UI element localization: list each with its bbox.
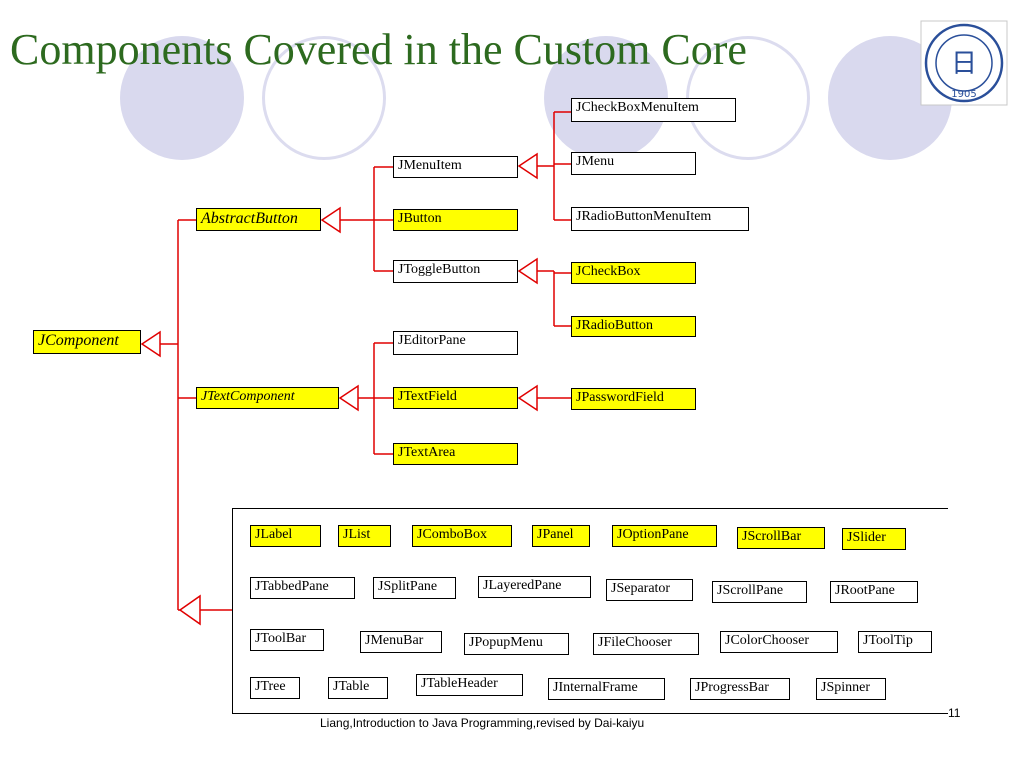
node-abstractbutton: AbstractButton <box>196 208 321 231</box>
group-jseparator: JSeparator <box>606 579 693 601</box>
university-logo: 日 1905 <box>920 20 1008 106</box>
node-jtogglebutton: JToggleButton <box>393 260 518 283</box>
group-joptionpane: JOptionPane <box>612 525 717 547</box>
slide-title: Components Covered in the Custom Core <box>10 25 747 74</box>
node-jcheckbox: JCheckBox <box>571 262 696 284</box>
node-jtextfield: JTextField <box>393 387 518 409</box>
group-jfilechooser: JFileChooser <box>593 633 699 655</box>
node-jeditorpane: JEditorPane <box>393 331 518 355</box>
group-jcombobox: JComboBox <box>412 525 512 547</box>
node-jcomponent: JComponent <box>33 330 141 354</box>
group-jrootpane: JRootPane <box>830 581 918 603</box>
group-jlist: JList <box>338 525 391 547</box>
node-jradiobutton: JRadioButton <box>571 316 696 337</box>
group-jtooltip: JToolTip <box>858 631 932 653</box>
node-jmenuitem: JMenuItem <box>393 156 518 178</box>
node-jpasswordfield: JPasswordField <box>571 388 696 410</box>
group-jpopupmenu: JPopupMenu <box>464 633 569 655</box>
decor-circle-1 <box>120 36 244 160</box>
component-group-frame <box>232 508 948 714</box>
logo-emblem: 日 <box>951 49 977 79</box>
node-jcheckboxmenuitem: JCheckBoxMenuItem <box>571 98 736 122</box>
group-jprogressbar: JProgressBar <box>690 678 790 700</box>
group-jpanel: JPanel <box>532 525 590 547</box>
group-jinternalframe: JInternalFrame <box>548 678 665 700</box>
node-jtextcomponent: JTextComponent <box>196 387 339 409</box>
group-jtree: JTree <box>250 677 300 699</box>
node-jtextarea: JTextArea <box>393 443 518 465</box>
group-jtable: JTable <box>328 677 388 699</box>
group-jtableheader: JTableHeader <box>416 674 523 696</box>
footer-credit: Liang,Introduction to Java Programming,r… <box>320 716 645 730</box>
node-jbutton: JButton <box>393 209 518 231</box>
group-jcolorchooser: JColorChooser <box>720 631 838 653</box>
group-jlayeredpane: JLayeredPane <box>478 576 591 598</box>
decor-circle-2 <box>262 36 386 160</box>
group-jtabbedpane: JTabbedPane <box>250 577 355 599</box>
group-jsplitpane: JSplitPane <box>373 577 456 599</box>
group-jscrollbar: JScrollBar <box>737 527 825 549</box>
group-jspinner: JSpinner <box>816 678 886 700</box>
page-number: 11 <box>948 706 961 720</box>
node-jmenu: JMenu <box>571 152 696 175</box>
group-jmenubar: JMenuBar <box>360 631 442 653</box>
node-jradiobuttonmenuitem: JRadioButtonMenuItem <box>571 207 749 231</box>
group-jscrollpane: JScrollPane <box>712 581 807 603</box>
group-jlabel: JLabel <box>250 525 321 547</box>
group-jslider: JSlider <box>842 528 906 550</box>
group-jtoolbar: JToolBar <box>250 629 324 651</box>
logo-year: 1905 <box>951 89 976 100</box>
